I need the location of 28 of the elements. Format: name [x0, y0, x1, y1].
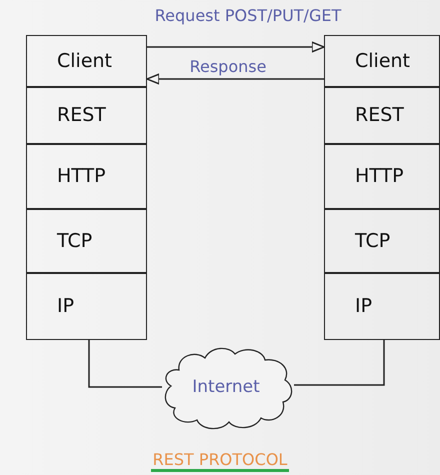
layer-box: [26, 208, 147, 274]
node-label: REST: [355, 104, 404, 126]
layer-box: [26, 86, 147, 144]
layer-box: [324, 35, 440, 88]
node-label: IP: [355, 294, 372, 317]
arrow: [147, 41, 325, 53]
arrow: [146, 73, 324, 85]
node-label: HTTP: [57, 165, 106, 188]
layer-box: [324, 272, 440, 340]
layer-box: [324, 208, 440, 274]
node-label: TCP: [355, 230, 390, 252]
node-label: Internet: [192, 377, 260, 397]
node-label: REST: [57, 104, 106, 126]
layer-box: [324, 143, 440, 210]
layer-box: [26, 143, 147, 210]
connector-line: [88, 340, 162, 388]
node-label: Client: [355, 50, 410, 72]
edge-label: Response: [190, 57, 266, 76]
node-label: HTTP: [355, 165, 404, 188]
layer-box: [26, 35, 147, 88]
node-label: Client: [57, 50, 112, 72]
layer-box: [26, 272, 147, 340]
node-label: IP: [57, 294, 74, 317]
layer-box: [324, 86, 440, 144]
node-label: TCP: [57, 230, 92, 252]
connector-line: [294, 340, 385, 386]
edge-label: Request POST/PUT/GET: [154, 6, 342, 25]
caption: REST PROTOCOL: [150, 450, 290, 472]
